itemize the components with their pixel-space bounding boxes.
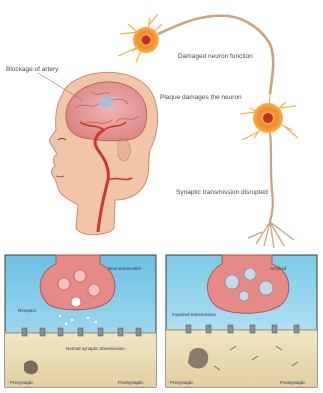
panel-left-caption-left: Presynaptic	[10, 380, 34, 385]
panel-left-caption-right: Postsynaptic	[118, 380, 144, 385]
neuron-top-nucleus	[142, 36, 151, 45]
label-head: Blockage of artery	[6, 66, 59, 73]
panel-right-tag-mid: Impaired transmission	[172, 312, 217, 317]
tangle-blob	[188, 348, 208, 369]
postsynaptic-membrane-damaged	[166, 330, 317, 387]
vesicle	[74, 270, 86, 282]
synapse-panel-normal: Neurotransmitter Receptor Normal synapti…	[5, 255, 156, 387]
head-illustration	[50, 72, 158, 234]
ear	[118, 139, 130, 161]
vesicle-release	[71, 297, 81, 307]
label-neuron-top-line1: Damaged neuron function	[178, 53, 253, 60]
axon-mid	[270, 133, 273, 222]
axon-terminals	[248, 222, 294, 248]
vesicle	[58, 278, 70, 290]
label-neuron-mid: Plaque damages the neuron	[160, 94, 242, 101]
panel-left-tag-bottom: Normal synaptic transmission	[66, 346, 125, 351]
panel-left-tag-mid: Receptor	[18, 308, 37, 313]
postsynaptic-membrane	[5, 333, 156, 387]
panel-right-tag-top: Amyloid	[270, 266, 287, 271]
neuron-mid-nucleus	[263, 113, 273, 123]
brain-blockage-spot	[98, 96, 114, 108]
vesicle	[88, 284, 100, 296]
panel-left-tag-top: Neurotransmitter	[108, 266, 142, 271]
panel-right-caption-right: Postsynaptic	[280, 380, 306, 385]
synapse-panel-damaged: Amyloid Impaired transmission Presynapti…	[166, 255, 317, 387]
label-neuron-bottom: Synaptic transmission disrupted	[176, 189, 268, 196]
receptors	[22, 328, 141, 336]
panel-right-caption-left: Presynaptic	[170, 380, 194, 385]
